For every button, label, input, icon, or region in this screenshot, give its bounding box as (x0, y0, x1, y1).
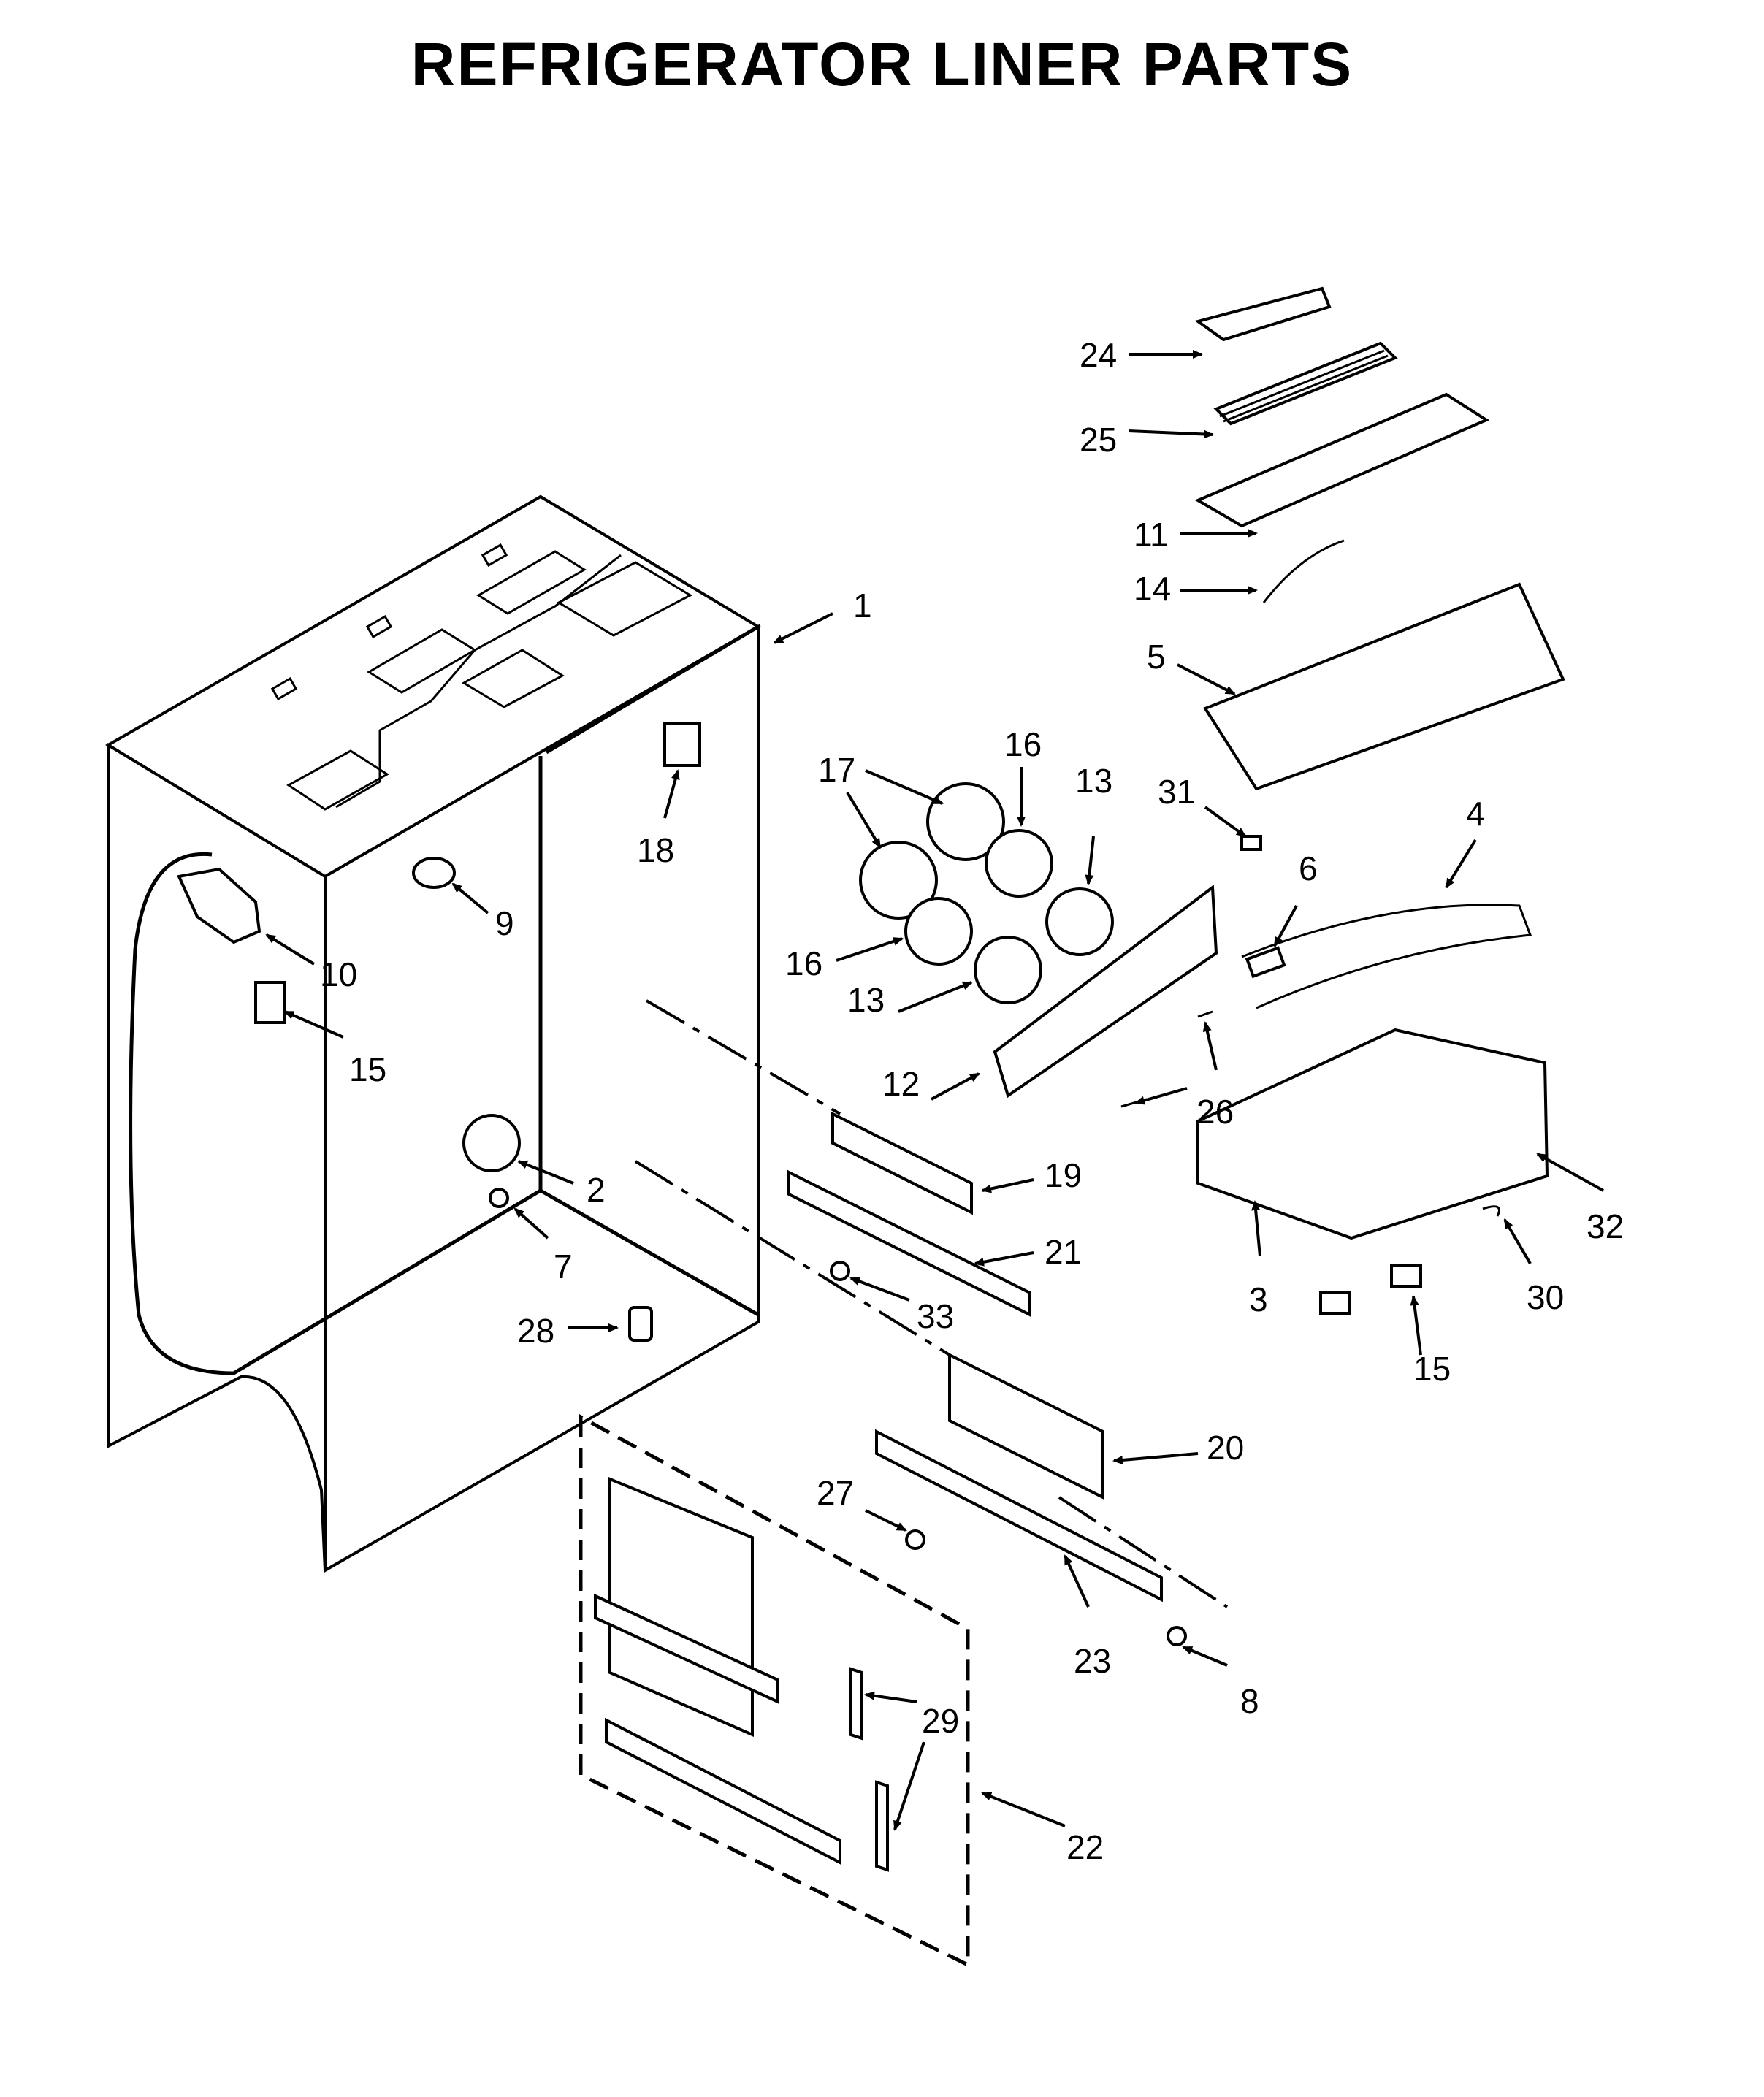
rail-21 (787, 1169, 1031, 1318)
cover-20 (948, 1352, 1104, 1500)
callout-2: 2 (587, 1171, 606, 1209)
harness-4 (1241, 904, 1532, 1009)
fan-shroud-12 (993, 885, 1218, 1099)
fitting-9 (412, 857, 456, 889)
fan-housing-17b (926, 782, 1005, 861)
strip-29a (849, 1667, 863, 1741)
heater-14 (1262, 539, 1345, 603)
strip-29b (875, 1780, 889, 1872)
callout-3: 3 (1249, 1280, 1268, 1318)
callout-22: 22 (1066, 1828, 1104, 1866)
cover-19 (831, 1111, 973, 1215)
clip-30 (1482, 1205, 1500, 1217)
fan-16a (985, 829, 1053, 898)
callout-32: 32 (1587, 1207, 1624, 1245)
callout-5: 5 (1147, 638, 1166, 676)
callout-10: 10 (320, 955, 357, 993)
callout-33: 33 (917, 1297, 954, 1335)
fan-13b (974, 936, 1042, 1004)
vent-grille-18 (663, 722, 701, 767)
evaporator-25 (1213, 341, 1398, 426)
liner-cabinet (105, 494, 761, 1573)
kit-boundary-22 (579, 1413, 970, 1968)
screw-8 (1167, 1626, 1187, 1646)
callout-12: 12 (882, 1065, 920, 1103)
cover-24 (1194, 286, 1332, 342)
callout-1: 1 (853, 587, 872, 624)
callout-8: 8 (1240, 1682, 1259, 1720)
callout-31: 31 (1158, 773, 1195, 811)
slide-assemblies (787, 1111, 1187, 1646)
callout-24: 24 (1080, 336, 1117, 374)
callout-15: 15 (349, 1050, 386, 1088)
fan-housing-17a (859, 841, 938, 920)
crisper-assembly (1120, 904, 1549, 1315)
callout-20: 20 (1207, 1429, 1244, 1467)
screw-33 (830, 1261, 850, 1281)
callout-13: 13 (1075, 762, 1112, 800)
rail-23 (875, 1429, 1163, 1603)
callout-15b: 15 (1413, 1350, 1451, 1388)
callout-4: 4 (1466, 795, 1485, 833)
callout-13b: 13 (847, 981, 885, 1019)
thermistor-15c (1390, 1264, 1422, 1288)
gasket-6 (1245, 946, 1286, 979)
alignment-lines (634, 999, 1229, 1608)
callout-7: 7 (554, 1248, 573, 1286)
callout-18: 18 (637, 831, 674, 869)
callout-29: 29 (922, 1702, 959, 1740)
fan-16b (904, 897, 973, 966)
callout-30: 30 (1527, 1278, 1564, 1316)
clip-31 (1240, 835, 1262, 851)
evaporator-assembly (1194, 286, 1565, 851)
callouts: 1 2 3 4 5 6 7 8 9 10 11 12 13 (265, 336, 1624, 1866)
callout-25: 25 (1080, 421, 1117, 459)
callout-6: 6 (1299, 849, 1318, 887)
drain-grille-2 (462, 1114, 521, 1172)
callout-21: 21 (1045, 1233, 1082, 1271)
housing-5 (1203, 582, 1565, 791)
screw-27 (905, 1529, 925, 1550)
callout-27: 27 (817, 1474, 854, 1512)
trim-32 (1351, 1174, 1548, 1240)
thermistor-15a (254, 981, 286, 1024)
callout-9: 9 (495, 904, 514, 942)
callout-23: 23 (1074, 1642, 1111, 1680)
screw-7 (489, 1188, 509, 1208)
plug-28 (628, 1306, 653, 1342)
fan-assemblies (859, 782, 1218, 1099)
page-title: REFRIGERATOR LINER PARTS (411, 30, 1353, 99)
damper-10 (177, 867, 261, 944)
cabinet-small-parts (177, 722, 701, 1342)
callout-16b: 16 (785, 944, 822, 982)
drain-pan-11 (1194, 392, 1490, 528)
fan-13a (1045, 887, 1114, 956)
callout-28: 28 (517, 1312, 554, 1350)
drawer-slide-kit (579, 1413, 970, 1968)
callout-11: 11 (1134, 516, 1169, 554)
callout-19: 19 (1045, 1156, 1082, 1194)
callout-17: 17 (818, 751, 855, 789)
callout-14: 14 (1134, 570, 1171, 608)
thermistor-15b (1319, 1291, 1351, 1315)
callout-16: 16 (1004, 725, 1042, 763)
callout-26: 26 (1196, 1093, 1234, 1131)
